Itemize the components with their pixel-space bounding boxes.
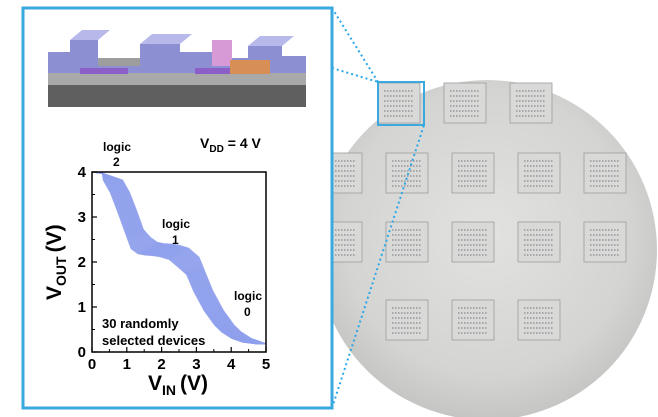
chip-outline [451, 221, 495, 263]
wafer-chip [451, 221, 495, 263]
wafer-chip [451, 152, 495, 194]
device-cross-section [48, 30, 306, 107]
y-tick-label: 0 [78, 344, 86, 361]
chip-outline [451, 152, 495, 194]
wafer-chip [583, 152, 627, 194]
x-tick-label: 3 [192, 356, 200, 373]
connector-line-top [331, 7, 379, 83]
chip-array [319, 82, 627, 341]
wafer-chip [385, 152, 429, 194]
chip-outline [517, 299, 561, 341]
wafer-chip [517, 299, 561, 341]
y-tick-label: 1 [78, 299, 86, 316]
logic1-word: logic [162, 217, 190, 231]
wafer-chip [385, 221, 429, 263]
logic1-value: 1 [172, 233, 179, 247]
y-axis-label: VOUT(V) [43, 224, 69, 300]
wafer-chip [517, 152, 561, 194]
transfer-curve-line [92, 172, 266, 345]
x-tick-label: 4 [227, 356, 236, 373]
axis-ticks: 0 1 2 3 4 5 0 1 2 3 4 [78, 164, 271, 373]
logic2-word: logic [103, 140, 131, 154]
vdd-annotation: VDD= 4 V [200, 135, 262, 155]
x-tick-label: 0 [88, 356, 96, 373]
wafer-photo [317, 80, 657, 417]
chip-outline [377, 82, 421, 124]
y-tick-label: 3 [78, 209, 86, 226]
chip-outline [385, 152, 429, 194]
connector-line-middle [331, 67, 379, 83]
chip-outline [385, 221, 429, 263]
note-line1: 30 randomly [102, 316, 179, 331]
orange-pad [230, 60, 270, 74]
curve-bundle [92, 172, 266, 345]
logic0-value: 0 [244, 305, 251, 319]
chip-outline [443, 82, 487, 124]
y-tick-label: 4 [78, 164, 87, 181]
grey-pad [98, 58, 140, 66]
note-line2: selected devices [102, 333, 205, 348]
chip-outline [583, 221, 627, 263]
wafer-chip [451, 299, 495, 341]
channel-layer-top-bevel [70, 30, 294, 46]
wafer-chip [443, 82, 487, 124]
logic0-word: logic [234, 289, 262, 303]
x-tick-label: 2 [157, 356, 165, 373]
source-contact-right [195, 68, 231, 74]
wafer-chip [509, 82, 553, 124]
wafer-chip [377, 82, 421, 124]
dielectric-layer [48, 73, 306, 85]
wafer-chip [583, 221, 627, 263]
chip-outline [509, 82, 553, 124]
chip-outline [385, 299, 429, 341]
transfer-curve-chart: 0 1 2 3 4 5 0 1 2 3 4 VOUT(V) VIN(V) VDD= 4 V logi… [43, 135, 270, 398]
wafer-chip [517, 221, 561, 263]
x-tick-label: 1 [123, 356, 131, 373]
x-tick-label: 5 [262, 356, 270, 373]
source-contact-left [80, 68, 128, 74]
highlight-box [377, 81, 425, 126]
top-contact [212, 40, 232, 66]
chip-outline [517, 221, 561, 263]
chip-outline [451, 299, 495, 341]
x-axis-label: VIN(V) [148, 372, 208, 398]
wafer-chip [385, 299, 429, 341]
y-tick-label: 2 [78, 254, 86, 271]
chip-outline [517, 152, 561, 194]
chip-outline [583, 152, 627, 194]
substrate-layer [48, 85, 306, 107]
logic2-value: 2 [113, 155, 120, 169]
